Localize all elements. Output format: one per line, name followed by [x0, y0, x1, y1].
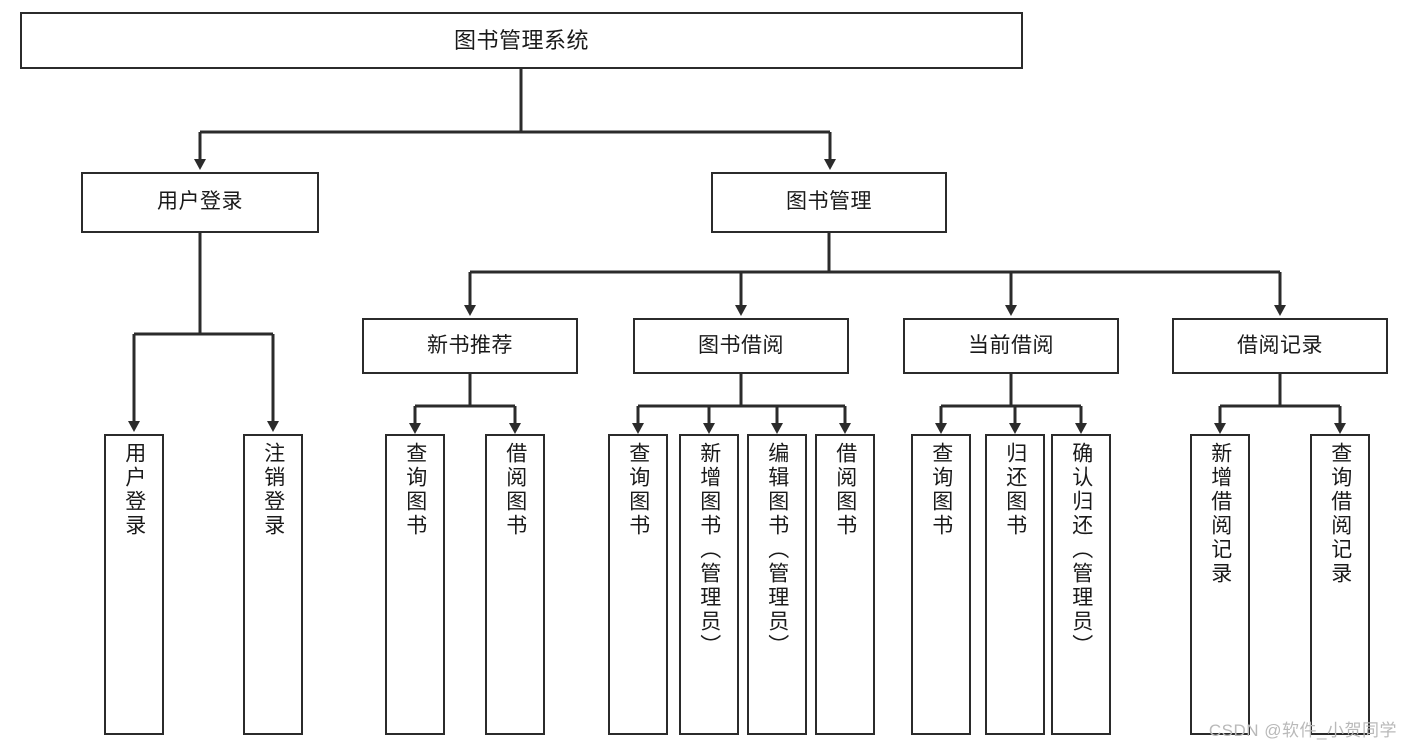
- node-leaf-add-borrow-record-label: 新增借阅记录: [1208, 442, 1232, 586]
- node-leaf-borrow-book-label: 借阅图书: [833, 442, 857, 538]
- node-borrow-record[interactable]: 借阅记录: [1172, 318, 1388, 374]
- node-leaf-user-login-label: 用户登录: [122, 442, 146, 538]
- node-leaf-edit-book-admin[interactable]: 编辑图书（管理员）: [747, 434, 807, 735]
- node-current-borrow[interactable]: 当前借阅: [903, 318, 1119, 374]
- node-new-book-recommend-label: 新书推荐: [427, 333, 513, 357]
- node-user-login[interactable]: 用户登录: [81, 172, 319, 233]
- node-book-borrow[interactable]: 图书借阅: [633, 318, 849, 374]
- node-leaf-query-borrow-record[interactable]: 查询借阅记录: [1310, 434, 1370, 735]
- node-leaf-logout-label: 注销登录: [261, 442, 285, 538]
- node-leaf-edit-book-admin-label: 编辑图书（管理员）: [765, 442, 789, 658]
- node-leaf-logout[interactable]: 注销登录: [243, 434, 303, 735]
- node-leaf-borrow-book-recommend-label: 借阅图书: [503, 442, 527, 538]
- node-leaf-return-book[interactable]: 归还图书: [985, 434, 1045, 735]
- node-leaf-confirm-return-admin-label: 确认归还（管理员）: [1069, 442, 1093, 658]
- node-leaf-query-borrow-record-label: 查询借阅记录: [1328, 442, 1352, 586]
- node-borrow-record-label: 借阅记录: [1237, 333, 1323, 357]
- node-root[interactable]: 图书管理系统: [20, 12, 1023, 69]
- node-leaf-query-book-recommend-label: 查询图书: [403, 442, 427, 538]
- node-leaf-add-borrow-record[interactable]: 新增借阅记录: [1190, 434, 1250, 735]
- node-leaf-borrow-book-recommend[interactable]: 借阅图书: [485, 434, 545, 735]
- node-leaf-add-book-admin[interactable]: 新增图书（管理员）: [679, 434, 739, 735]
- node-new-book-recommend[interactable]: 新书推荐: [362, 318, 578, 374]
- node-leaf-query-book-recommend[interactable]: 查询图书: [385, 434, 445, 735]
- node-book-borrow-label: 图书借阅: [698, 333, 784, 357]
- node-user-login-label: 用户登录: [157, 190, 243, 214]
- node-leaf-borrow-book[interactable]: 借阅图书: [815, 434, 875, 735]
- node-leaf-user-login[interactable]: 用户登录: [104, 434, 164, 735]
- node-book-manage[interactable]: 图书管理: [711, 172, 947, 233]
- node-current-borrow-label: 当前借阅: [968, 333, 1054, 357]
- node-book-manage-label: 图书管理: [786, 190, 872, 214]
- node-leaf-query-book-borrow[interactable]: 查询图书: [608, 434, 668, 735]
- node-leaf-query-book-borrow-label: 查询图书: [626, 442, 650, 538]
- node-root-label: 图书管理系统: [453, 27, 589, 53]
- node-leaf-add-book-admin-label: 新增图书（管理员）: [697, 442, 721, 658]
- node-leaf-confirm-return-admin[interactable]: 确认归还（管理员）: [1051, 434, 1111, 735]
- node-leaf-return-book-label: 归还图书: [1003, 442, 1027, 538]
- node-leaf-query-book-current-label: 查询图书: [929, 442, 953, 538]
- node-leaf-query-book-current[interactable]: 查询图书: [911, 434, 971, 735]
- watermark-text: CSDN @软件_小贺同学: [1208, 721, 1397, 740]
